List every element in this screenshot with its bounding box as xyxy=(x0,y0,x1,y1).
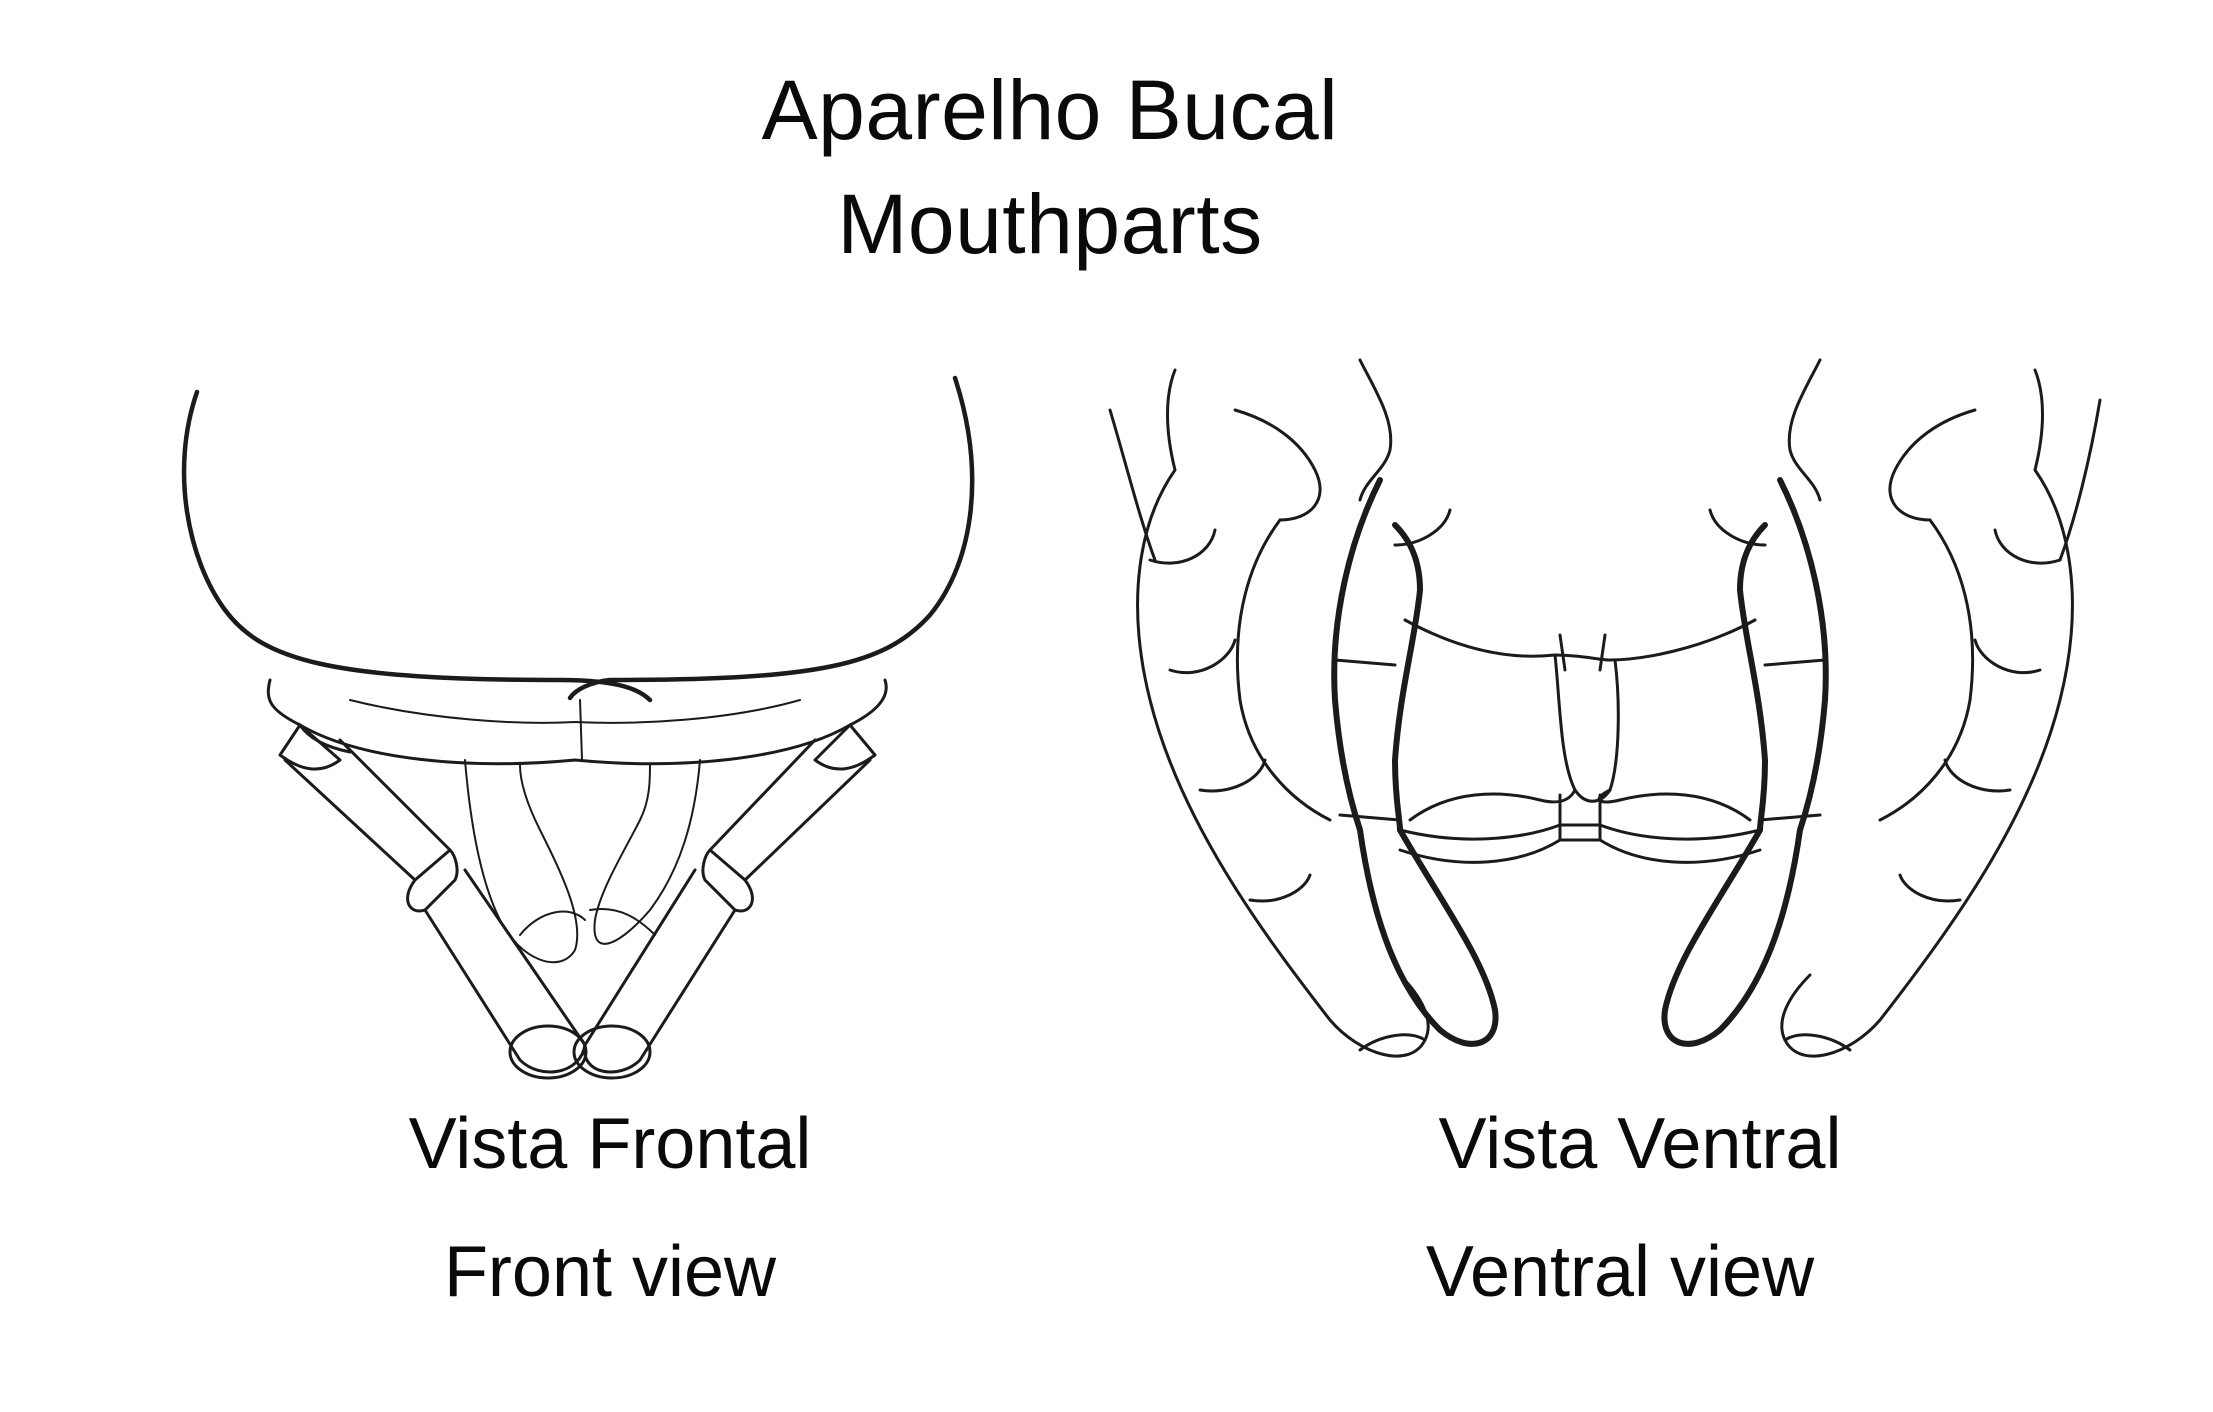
left-palp-seg2 xyxy=(283,738,452,882)
left-palp-seg1 xyxy=(278,723,342,771)
right-palp-seg4 xyxy=(583,868,737,1074)
front-view-label-en: Front view xyxy=(443,1232,777,1312)
labial-palp-right xyxy=(1661,477,1829,1047)
title-english: Mouthparts xyxy=(837,177,1263,271)
head-capsule-right xyxy=(567,375,975,701)
right-palp-seg1 xyxy=(813,723,877,771)
right-palp-seg2 xyxy=(708,738,872,882)
front-view-label-pt: Vista Frontal xyxy=(408,1104,812,1184)
outer-contour-left xyxy=(1136,368,1430,1058)
labium xyxy=(1403,618,1757,662)
right-palp-seg3 xyxy=(701,848,754,913)
ventral-view-label-en: Ventral view xyxy=(1425,1232,1815,1312)
mandible-right xyxy=(593,759,701,945)
mandible-left xyxy=(464,759,579,964)
labial-palp-left xyxy=(1331,477,1499,1047)
ventral-view-label-pt: Vista Ventral xyxy=(1438,1104,1842,1184)
left-palp-seg3 xyxy=(406,848,459,913)
title-portuguese: Aparelho Bucal xyxy=(761,63,1339,157)
outer-contour-right xyxy=(1780,368,2074,1058)
